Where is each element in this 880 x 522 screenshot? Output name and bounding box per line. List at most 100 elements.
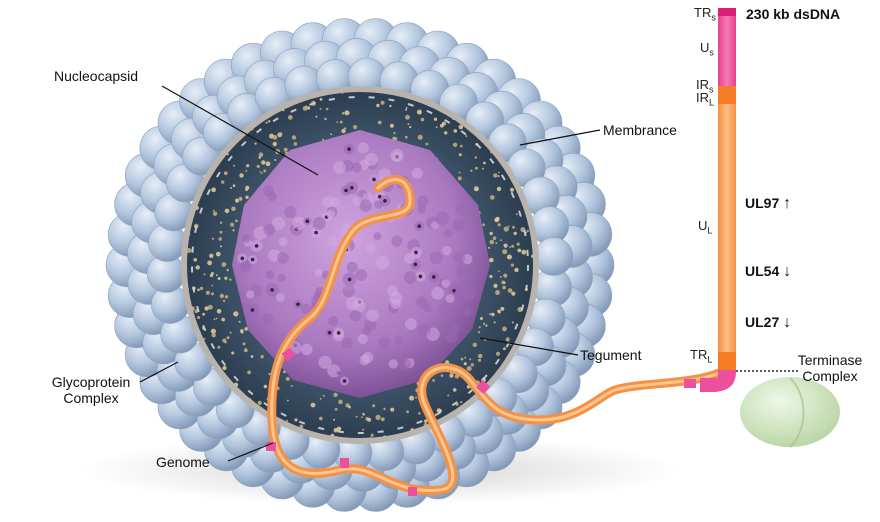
tegument-particle — [362, 413, 365, 416]
tegument-particle — [258, 401, 262, 405]
tegument-particle — [225, 209, 230, 214]
tegument-particle — [266, 161, 271, 166]
tegument-particle — [219, 237, 222, 240]
capsomer-pore — [344, 189, 348, 193]
tegument-particle — [475, 167, 478, 170]
tegument-particle — [494, 321, 496, 323]
gene-ul27-name: UL27 — [745, 314, 779, 330]
tegument-particle — [225, 341, 227, 343]
capsomer — [435, 211, 449, 225]
tegument-particle — [493, 173, 497, 177]
tegument-particle — [503, 347, 506, 350]
tegument-particle — [353, 125, 357, 129]
capsomer — [374, 232, 382, 240]
tegument-particle — [320, 398, 322, 400]
capsomer — [366, 309, 379, 322]
tegument-particle — [251, 355, 254, 358]
capsomer — [330, 197, 340, 207]
capsomer-pore — [383, 199, 387, 203]
capsomer — [390, 149, 403, 162]
capsomer-pore — [347, 147, 351, 151]
segment-us: Us — [700, 40, 714, 58]
capsomer-pore — [372, 178, 376, 182]
tegument-particle — [268, 373, 270, 375]
tegument-particle — [378, 121, 382, 125]
tegument-particle — [517, 249, 521, 253]
tegument-particle — [483, 162, 486, 165]
capsomer — [328, 316, 339, 327]
label-glycoprotein: Glycoprotein Complex — [36, 374, 146, 406]
tegument-particle — [389, 105, 391, 107]
tegument-particle — [469, 358, 471, 360]
tegument-particle — [247, 371, 251, 375]
tegument-particle — [232, 229, 234, 231]
tegument-particle — [491, 313, 494, 316]
capsomer — [343, 285, 355, 297]
tegument-particle — [508, 288, 513, 293]
label-terminase-line2: Complex — [785, 368, 875, 384]
gene-ul97-name: UL97 — [745, 195, 779, 211]
tegument-particle — [441, 374, 444, 377]
capsomer — [327, 364, 340, 377]
tegument-particle — [294, 418, 297, 421]
capsomer — [451, 324, 460, 333]
capsomer — [355, 269, 367, 281]
tegument-particle — [479, 326, 481, 328]
tegument-particle — [261, 160, 265, 164]
tegument-particle — [233, 165, 235, 167]
capsomer — [366, 243, 376, 253]
tegument-particle — [496, 352, 500, 356]
tegument-particle — [475, 156, 477, 158]
label-terminase-line1: Terminase — [785, 352, 875, 368]
tegument-particle — [512, 322, 514, 324]
tegument-particle — [273, 142, 277, 146]
label-glycoprotein-line1: Glycoprotein — [36, 374, 146, 390]
tegument-particle — [478, 354, 482, 358]
tegument-particle — [226, 269, 229, 272]
tegument-particle — [495, 290, 500, 295]
tegument-particle — [345, 110, 350, 115]
tegument-particle — [323, 395, 325, 397]
tegument-particle — [220, 294, 224, 298]
capsomer — [278, 237, 287, 246]
tegument-particle — [495, 242, 497, 244]
capsomer — [417, 342, 426, 351]
tegument-particle — [460, 145, 463, 148]
tegument-particle — [217, 309, 222, 314]
tegument-particle — [460, 401, 462, 403]
tegument-particle — [502, 327, 507, 332]
tegument-particle — [239, 321, 241, 323]
capsomer — [326, 210, 335, 219]
tegument-particle — [407, 123, 409, 125]
label-glycoprotein-line2: Complex — [36, 390, 146, 406]
tegument-particle — [497, 310, 500, 313]
tegument-particle — [498, 172, 500, 174]
tegument-particle — [390, 124, 394, 128]
tegument-particle — [405, 115, 410, 120]
arrow-up-icon: ↑ — [783, 195, 791, 212]
tegument-particle — [465, 135, 467, 137]
tegument-particle — [220, 222, 222, 224]
tegument-particle — [235, 220, 238, 223]
capsomer — [268, 192, 277, 201]
tegument-particle — [245, 170, 247, 172]
tegument-particle — [197, 316, 200, 319]
tegument-particle — [507, 255, 512, 260]
capsomer-pore — [270, 288, 274, 292]
tegument-particle — [222, 366, 226, 370]
tegument-particle — [324, 118, 327, 121]
tegument-particle — [233, 184, 236, 187]
capsomer — [304, 361, 313, 370]
tegument-particle — [217, 346, 220, 349]
tegument-particle — [490, 195, 495, 200]
tegument-particle — [212, 238, 214, 240]
segment-ul: UL — [698, 218, 712, 236]
capsomer — [276, 293, 285, 302]
tegument-particle — [444, 131, 447, 134]
capsomer — [375, 256, 389, 270]
capsomer-pore — [337, 331, 341, 335]
tegument-particle — [261, 172, 263, 174]
tegument-particle — [409, 396, 414, 401]
tegument-particle — [336, 121, 338, 123]
tegument-particle — [326, 108, 329, 111]
